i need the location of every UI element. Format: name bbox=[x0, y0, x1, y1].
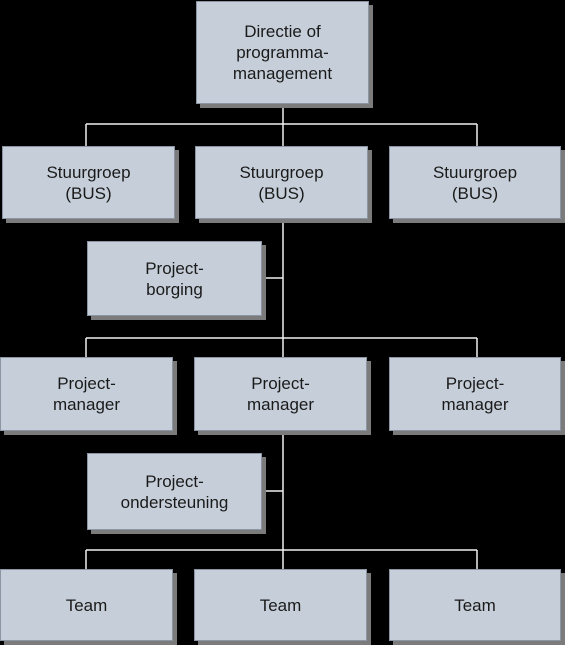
node-team-3: Team bbox=[389, 569, 561, 641]
node-stuurgroep-1: Stuurgroep (BUS) bbox=[2, 146, 175, 219]
node-projectmanager-2: Project- manager bbox=[194, 357, 367, 431]
node-team-2: Team bbox=[194, 569, 367, 641]
node-directie: Directie of programma- management bbox=[196, 1, 369, 104]
node-projectmanager-3: Project- manager bbox=[389, 357, 561, 431]
node-projectmanager-1: Project- manager bbox=[0, 357, 173, 431]
node-stuurgroep-3: Stuurgroep (BUS) bbox=[389, 146, 561, 219]
node-projectborging: Project- borging bbox=[87, 241, 262, 316]
node-stuurgroep-2: Stuurgroep (BUS) bbox=[195, 146, 368, 219]
node-team-1: Team bbox=[0, 569, 173, 641]
node-projectondersteuning: Project- ondersteuning bbox=[87, 453, 262, 530]
